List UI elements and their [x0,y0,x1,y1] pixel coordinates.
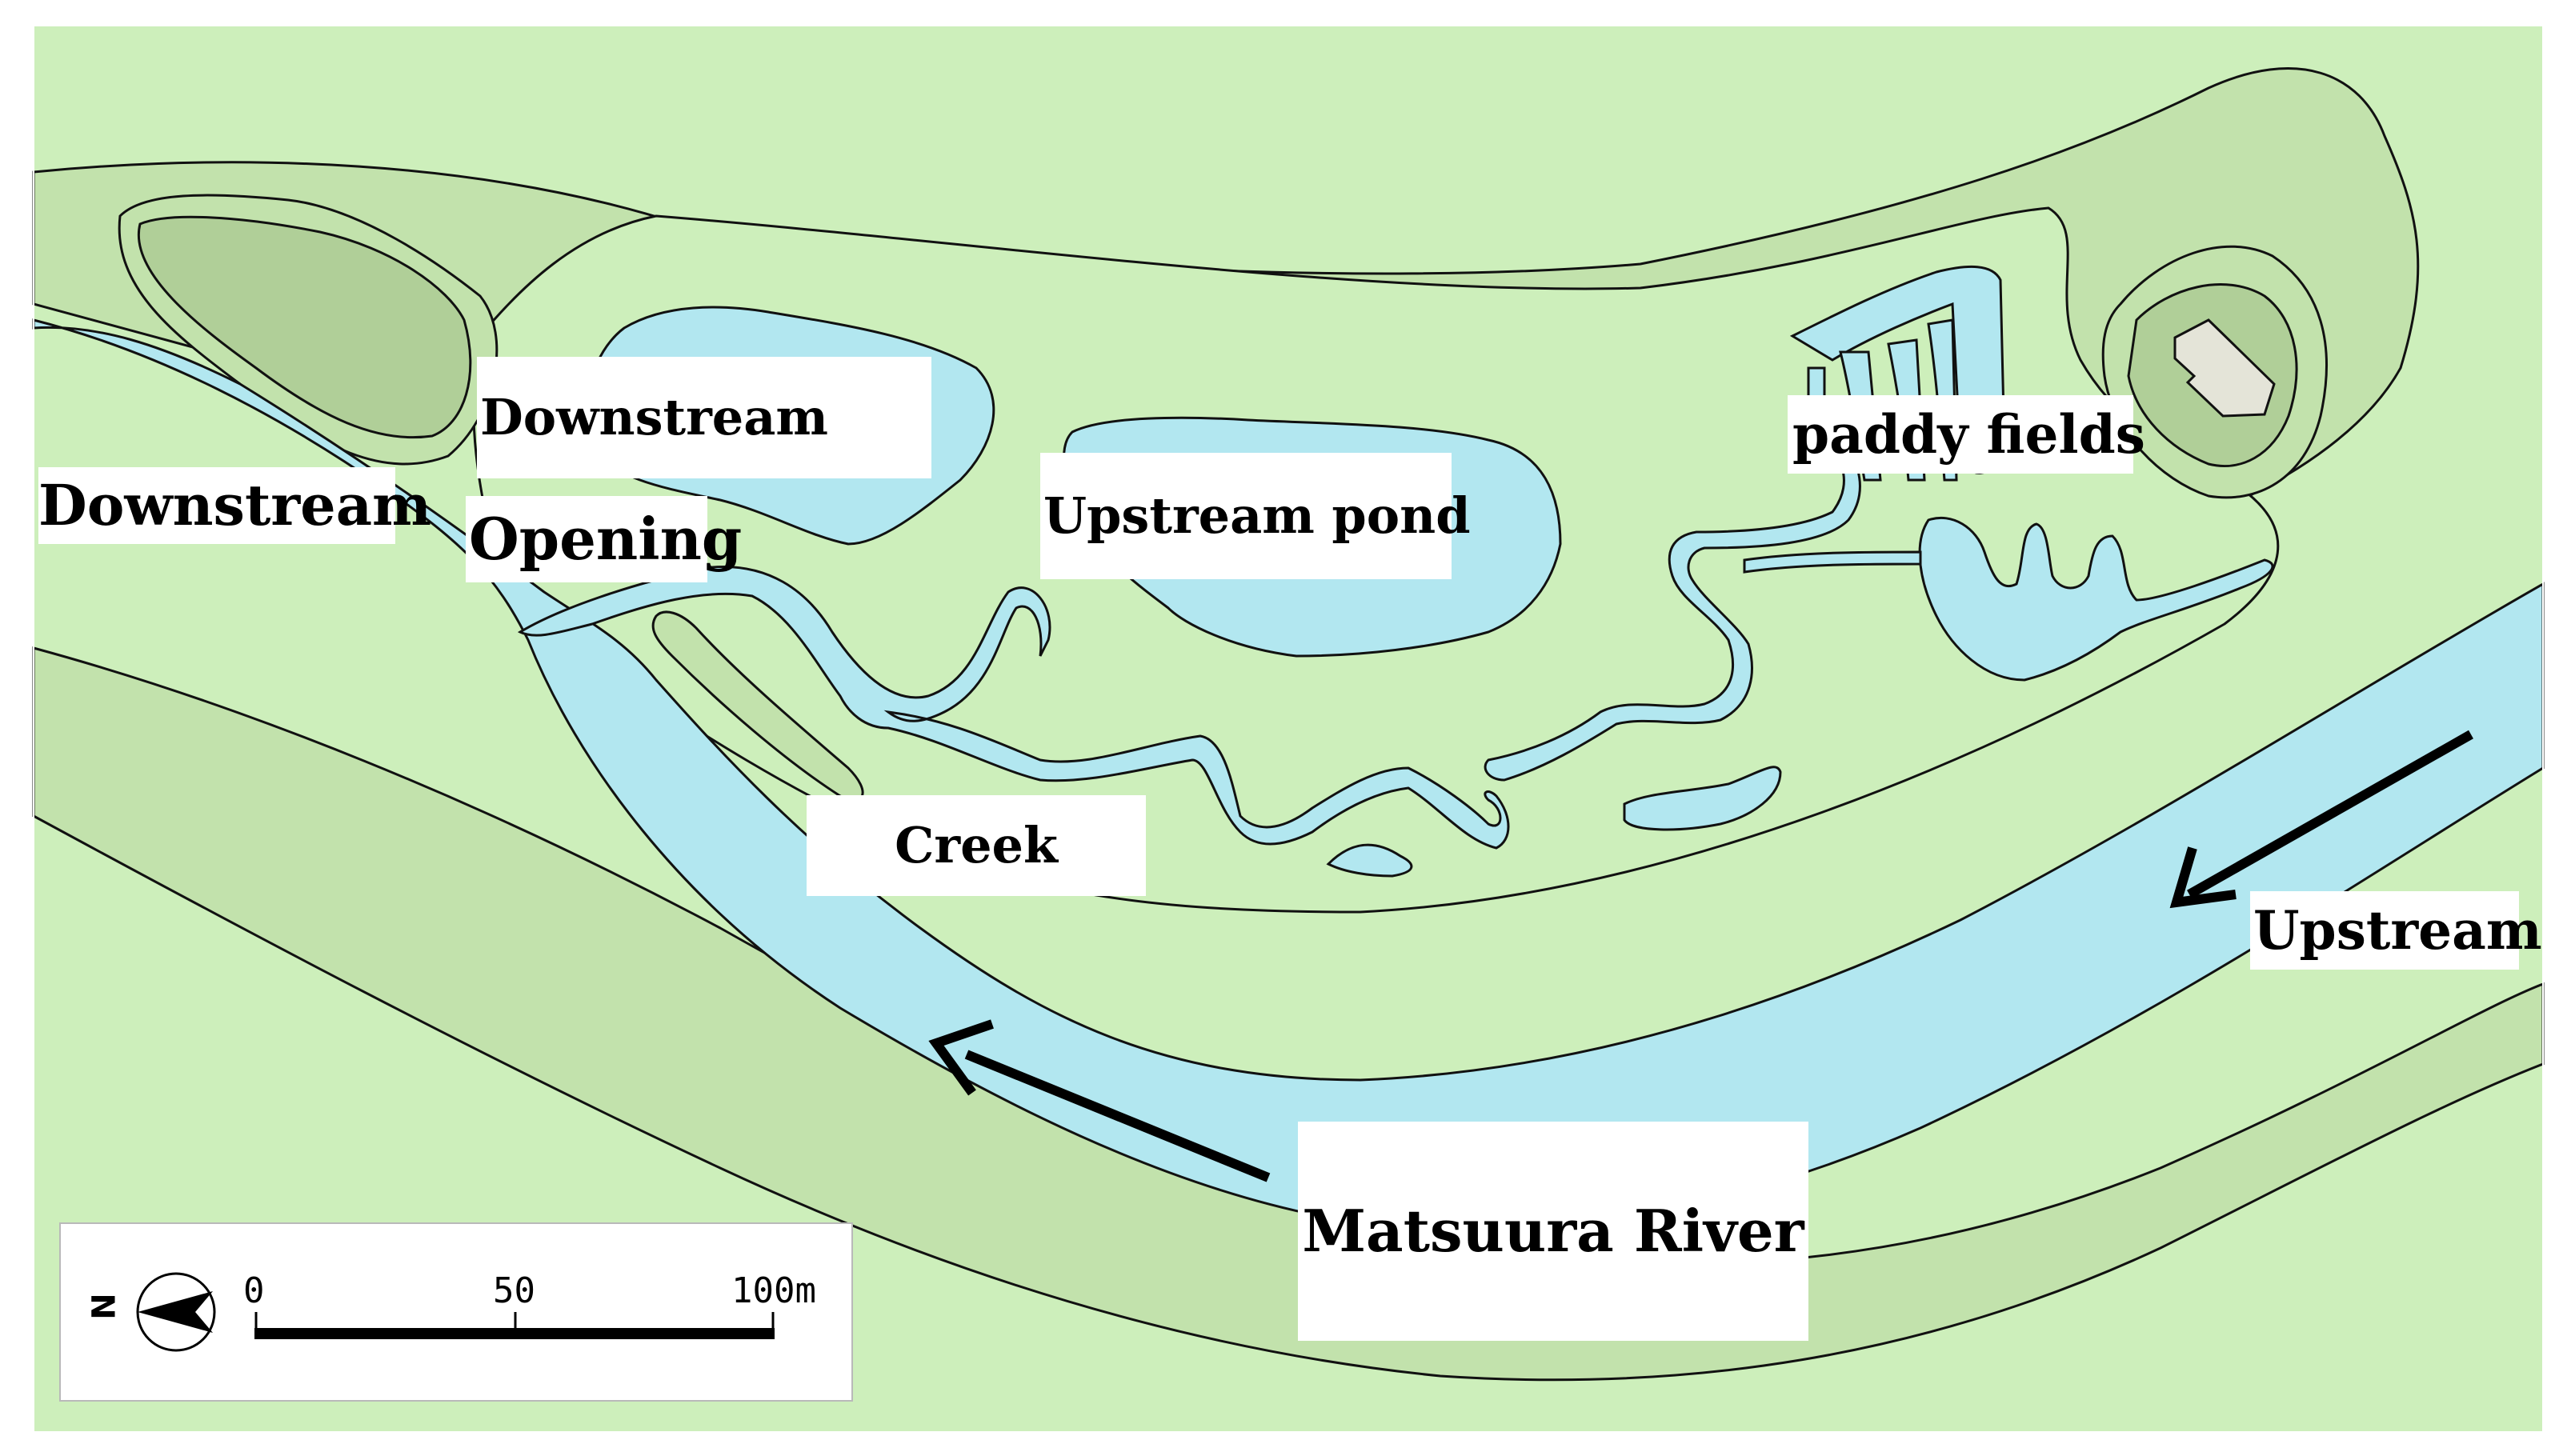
small-pond-1 [1326,843,1413,878]
label-creek: Creek [807,795,1146,896]
scale-tick-50: 50 [493,1270,535,1311]
label-upstream-pond: Upstream pond [1040,453,1471,579]
building-icon [2173,318,2276,418]
scale-bar [254,1312,775,1339]
label-downstream-left: Downstream [38,467,431,544]
creek [517,566,1510,850]
map-frame [33,25,2544,1433]
label-upstream-right: Upstream [2250,891,2542,970]
matsuura-river [32,318,2545,1230]
hill-inner [137,215,472,439]
creek-channel-3 [1743,550,1922,574]
label-paddy-fields: paddy fields [1788,395,2145,474]
downstream-flow-arrow [928,1019,1271,1182]
scale-tick-0: 0 [243,1270,265,1311]
label-downstream-pond: Downstream [477,357,931,478]
small-pond-2 [1623,766,1782,831]
upstream-flow-arrow [2169,730,2473,909]
label-matsuura-river: Matsuura River [1298,1122,1808,1341]
lower-right-pond [1918,516,2274,682]
scale-tick-100m: 100m [731,1270,816,1311]
north-arrow-icon [136,1272,216,1352]
label-opening: Opening [466,496,742,582]
scale-legend: N 0 50 100m [59,1222,853,1402]
